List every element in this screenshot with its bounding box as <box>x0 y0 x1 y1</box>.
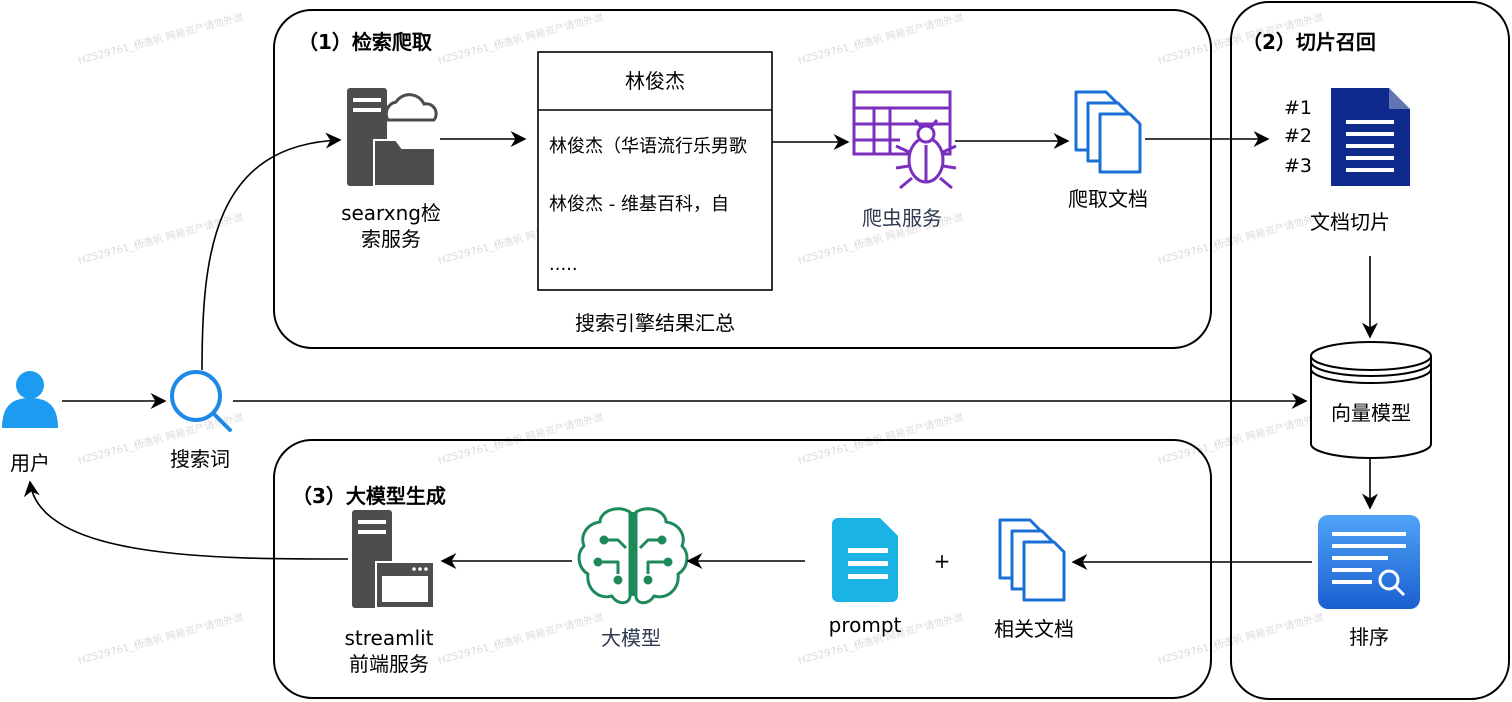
section-generation-title: （3）大模型生成 <box>292 484 446 508</box>
section-recall-title: （2）切片召回 <box>1242 30 1376 54</box>
crawled-docs-label: 爬取文档 <box>1068 187 1148 211</box>
search-results-caption: 搜索引擎结果汇总 <box>575 311 735 335</box>
plus-sign: + <box>933 549 951 573</box>
llm-label: 大模型 <box>601 626 661 650</box>
server-folder-cloud-icon <box>347 88 438 187</box>
prompt-label: prompt <box>828 613 902 637</box>
crawler-bug-icon <box>852 90 957 190</box>
server-window-icon <box>352 510 435 609</box>
query-label: 搜索词 <box>170 447 230 471</box>
document-lines-icon <box>1331 88 1410 186</box>
section-recall-box <box>1230 1 1510 700</box>
rerank-icon <box>1318 515 1420 609</box>
chunk-id: #3 <box>1284 155 1313 177</box>
search-results-header: 林俊杰 <box>625 69 685 93</box>
search-result-item: 林俊杰 - 维基百科，自 <box>549 194 729 215</box>
chunk-id: #2 <box>1284 125 1313 147</box>
prompt-doc-icon <box>832 518 898 602</box>
searxng-label: searxng检 索服务 <box>341 201 441 251</box>
search-results-box <box>537 51 773 291</box>
search-result-item: ..... <box>549 254 578 275</box>
section-retrieval-title: （1）检索爬取 <box>298 30 432 54</box>
related-documents-icon <box>998 518 1066 602</box>
section-retrieval-box <box>273 9 1212 349</box>
arrow-query-to-searxng <box>201 132 342 371</box>
flow-arrows <box>23 131 1378 570</box>
crawler-label: 爬虫服务 <box>862 206 942 230</box>
vector-model-label: 向量模型 <box>1331 401 1411 425</box>
user-icon <box>2 371 58 428</box>
related-docs-label: 相关文档 <box>994 617 1074 641</box>
brain-circuit-icon <box>577 507 689 605</box>
arrow-streamlit-to-user <box>23 480 349 560</box>
doc-chunks-label: 文档切片 <box>1310 210 1390 234</box>
chunk-id: #1 <box>1284 97 1313 119</box>
database-icon <box>1310 341 1432 459</box>
rerank-label: 排序 <box>1349 625 1389 649</box>
user-label: 用户 <box>10 451 50 475</box>
documents-icon <box>1074 90 1142 174</box>
streamlit-label: streamlit 前端服务 <box>344 626 434 676</box>
section-generation-box <box>273 439 1212 699</box>
search-icon <box>170 370 232 432</box>
search-result-item: 林俊杰（华语流行乐男歌 <box>549 136 747 157</box>
